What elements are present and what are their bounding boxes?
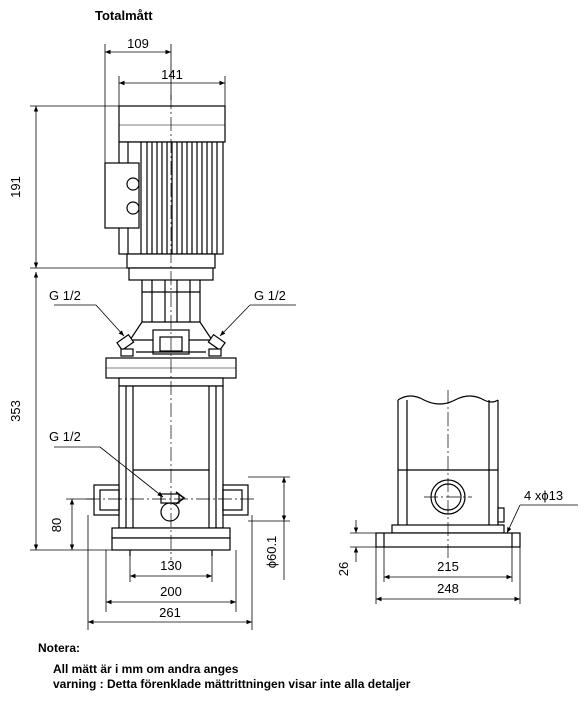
dim-215: 215 xyxy=(437,559,459,574)
drain-plug xyxy=(160,491,186,522)
port-label-lower: G 1/2 xyxy=(49,429,81,444)
dim-diameter-60: ϕ60.1 xyxy=(264,536,279,569)
dim-130: 130 xyxy=(160,558,182,573)
drawing-title: Totalmått xyxy=(95,8,153,23)
note-line-1: All mätt är i mm om andra anges xyxy=(53,662,239,676)
dim-26: 26 xyxy=(336,562,351,576)
centerlines xyxy=(86,95,472,560)
dim-248: 248 xyxy=(437,581,459,596)
dim-80: 80 xyxy=(49,518,64,532)
vent-plug-right xyxy=(207,333,226,357)
dim-141: 141 xyxy=(161,67,183,82)
dim-holes: 4 xϕ13 xyxy=(524,488,563,503)
dim-353: 353 xyxy=(8,400,23,422)
dimension-labels: 109 141 191 353 80 130 200 261 ϕ60.1 215… xyxy=(8,36,563,620)
dim-109: 109 xyxy=(127,36,149,51)
note-line-2: varning : Detta förenklade mättrittninge… xyxy=(53,677,411,691)
motor-cap xyxy=(118,105,226,143)
vent-plug-left xyxy=(116,333,135,357)
coupling-housing xyxy=(128,280,214,355)
terminal-box xyxy=(104,162,140,229)
port-label-right-top: G 1/2 xyxy=(254,288,286,303)
port-label-left-top: G 1/2 xyxy=(49,288,81,303)
outlet-flange xyxy=(222,484,249,516)
dim-191: 191 xyxy=(8,176,23,198)
dim-261: 261 xyxy=(159,605,181,620)
notes-heading: Notera: xyxy=(38,641,81,655)
dimension-lines xyxy=(30,44,578,630)
inlet-flange xyxy=(93,484,120,516)
dim-200: 200 xyxy=(160,584,182,599)
